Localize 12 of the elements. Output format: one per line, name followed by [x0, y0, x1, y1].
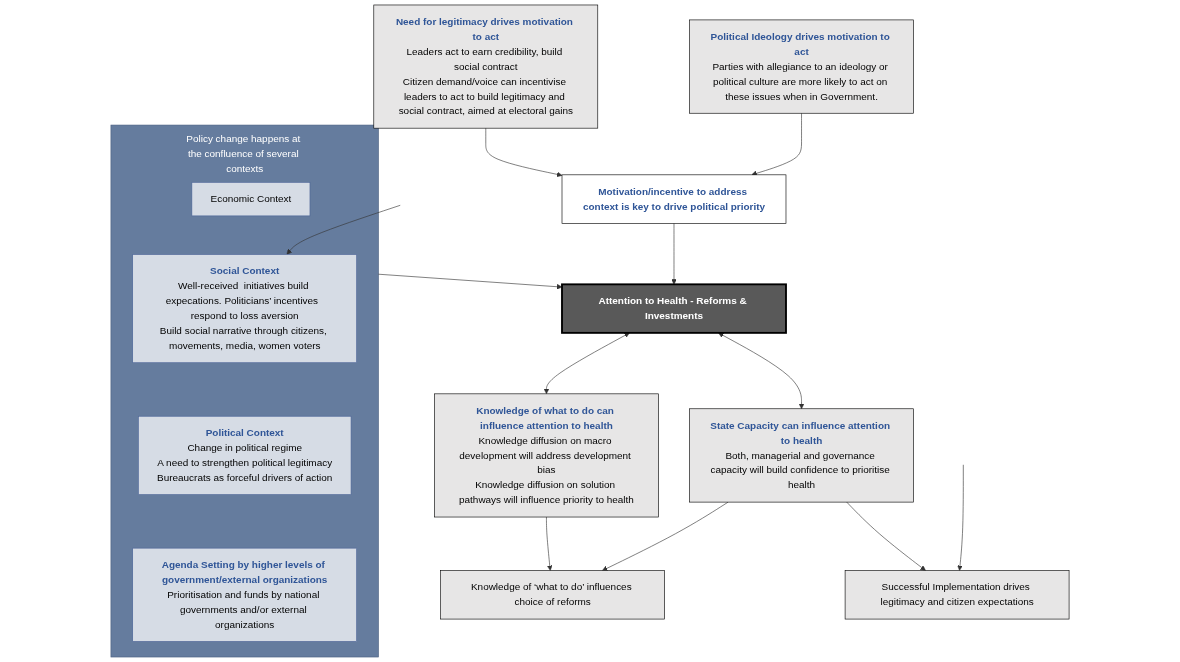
- node-box: State Capacity can influence attention to health Both, managerial and governance capacity will build confidence to prioritise health: [689, 408, 914, 503]
- node-box: Motivation/incentive to address context is key to drive political priority: [561, 174, 787, 224]
- node-box: Social Context Well-received initiatives build expecations. Politicians’ incentives respond to loss aversion Build social narrative through citizens, movements, media, women voters: [132, 254, 357, 364]
- node-box: Political Context Change in political regime A need to strengthen political legitimacy Bureaucrats as forceful drivers of action: [138, 415, 352, 495]
- node-box: Knowledge of ‘what to do’ influences choice of reforms: [440, 570, 665, 620]
- node-box: Agenda Setting by higher levels of government/external organizations Prioritisation and funds by national governments and/or external organizations: [132, 547, 357, 642]
- node-box: Successful Implementation drives legitimacy and citizen expectations: [844, 570, 1070, 620]
- node-box: Knowledge of what to do can influence attention to health Knowledge diffusion on macro development will address development bias Knowledge diffusion on solution pathways will influence priority to health: [434, 393, 659, 518]
- node-box: Need for legitimacy drives motivation to act Leaders act to earn credibility, build social contract Citizen demand/voice can incentivise leaders to act to build legitimacy and social contract, aimed at electoral gains: [373, 4, 599, 129]
- node-box: Political Ideology drives motivation to act Parties with allegiance to an ideology or political culture are more likely to act on these issues when in Government.: [689, 19, 914, 114]
- node-box: Economic Context: [191, 182, 311, 217]
- node-box: Attention to Health - Reforms & Investments: [561, 283, 787, 334]
